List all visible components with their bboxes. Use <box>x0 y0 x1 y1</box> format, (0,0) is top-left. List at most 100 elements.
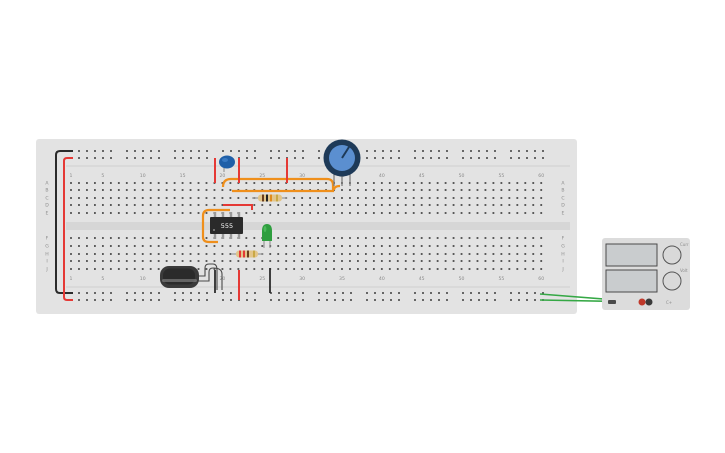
breadboard-hole[interactable] <box>221 245 224 247</box>
breadboard-hole[interactable] <box>173 189 176 191</box>
rail-hole[interactable] <box>318 150 320 152</box>
breadboard-hole[interactable] <box>125 197 128 199</box>
rail-hole[interactable] <box>518 299 520 301</box>
rail-hole[interactable] <box>158 150 160 152</box>
breadboard-hole[interactable] <box>516 253 519 255</box>
rail-hole[interactable] <box>86 157 88 159</box>
rail-hole[interactable] <box>254 292 256 294</box>
breadboard-hole[interactable] <box>221 189 224 191</box>
breadboard-hole[interactable] <box>149 245 152 247</box>
breadboard-hole[interactable] <box>364 189 367 191</box>
breadboard-hole[interactable] <box>492 260 495 262</box>
breadboard-hole[interactable] <box>476 197 479 199</box>
breadboard-hole[interactable] <box>141 245 144 247</box>
breadboard-hole[interactable] <box>309 212 311 214</box>
breadboard-hole[interactable] <box>117 197 120 199</box>
positive-terminal[interactable] <box>638 298 646 306</box>
breadboard-hole[interactable] <box>86 260 88 262</box>
breadboard-hole[interactable] <box>476 212 479 214</box>
breadboard-hole[interactable] <box>372 197 375 199</box>
breadboard-hole[interactable] <box>301 212 304 214</box>
breadboard-hole[interactable] <box>205 212 208 214</box>
rail-hole[interactable] <box>134 150 136 152</box>
rail-hole[interactable] <box>78 157 80 159</box>
breadboard-hole[interactable] <box>94 212 96 214</box>
breadboard-hole[interactable] <box>125 189 128 191</box>
breadboard-hole[interactable] <box>181 197 184 199</box>
rail-hole[interactable] <box>206 299 208 301</box>
breadboard-hole[interactable] <box>452 182 455 184</box>
breadboard-hole[interactable] <box>412 204 415 206</box>
rail-hole[interactable] <box>326 292 328 294</box>
breadboard-hole[interactable] <box>181 237 184 239</box>
breadboard-hole[interactable] <box>309 182 311 184</box>
rail-hole[interactable] <box>446 150 448 152</box>
breadboard-hole[interactable] <box>404 212 407 214</box>
rail-hole[interactable] <box>438 292 440 294</box>
breadboard-hole[interactable] <box>229 268 232 270</box>
breadboard-hole[interactable] <box>380 253 383 255</box>
resistor-1[interactable] <box>252 194 287 202</box>
breadboard-hole[interactable] <box>221 268 224 270</box>
breadboard-hole[interactable] <box>484 268 487 270</box>
breadboard-hole[interactable] <box>86 237 88 239</box>
breadboard-hole[interactable] <box>149 204 152 206</box>
breadboard-hole[interactable] <box>484 245 487 247</box>
breadboard-hole[interactable] <box>157 182 160 184</box>
breadboard-hole[interactable] <box>157 204 160 206</box>
breadboard-hole[interactable] <box>149 212 152 214</box>
rail-hole[interactable] <box>478 157 480 159</box>
breadboard-hole[interactable] <box>444 237 447 239</box>
breadboard-hole[interactable] <box>293 204 296 206</box>
breadboard-hole[interactable] <box>420 182 423 184</box>
voltage-knob[interactable] <box>662 271 682 291</box>
breadboard-hole[interactable] <box>70 237 72 239</box>
breadboard-hole[interactable] <box>532 260 535 262</box>
breadboard-hole[interactable] <box>141 268 144 270</box>
breadboard-hole[interactable] <box>412 189 415 191</box>
breadboard-hole[interactable] <box>70 197 72 199</box>
breadboard-hole[interactable] <box>372 260 375 262</box>
breadboard-hole[interactable] <box>245 212 248 214</box>
breadboard-hole[interactable] <box>524 268 527 270</box>
rail-hole[interactable] <box>110 292 112 294</box>
breadboard-hole[interactable] <box>364 245 367 247</box>
breadboard-hole[interactable] <box>428 260 431 262</box>
breadboard-hole[interactable] <box>364 253 367 255</box>
rail-hole[interactable] <box>494 292 496 294</box>
breadboard-hole[interactable] <box>78 189 80 191</box>
breadboard-hole[interactable] <box>157 237 160 239</box>
breadboard-hole[interactable] <box>436 204 439 206</box>
rail-hole[interactable] <box>94 150 96 152</box>
resistor-2[interactable] <box>231 250 263 258</box>
breadboard-hole[interactable] <box>237 197 240 199</box>
breadboard-hole[interactable] <box>388 212 391 214</box>
breadboard-hole[interactable] <box>364 237 367 239</box>
rail-hole[interactable] <box>462 292 464 294</box>
breadboard-hole[interactable] <box>245 197 248 199</box>
breadboard-hole[interactable] <box>540 204 543 206</box>
breadboard-hole[interactable] <box>293 182 296 184</box>
breadboard-hole[interactable] <box>101 204 104 206</box>
rail-hole[interactable] <box>126 157 128 159</box>
breadboard-hole[interactable] <box>516 197 519 199</box>
breadboard-hole[interactable] <box>133 197 136 199</box>
breadboard-hole[interactable] <box>253 204 256 206</box>
breadboard-hole[interactable] <box>269 182 272 184</box>
breadboard-hole[interactable] <box>141 253 144 255</box>
breadboard-hole[interactable] <box>540 212 543 214</box>
breadboard-hole[interactable] <box>101 260 104 262</box>
rail-hole[interactable] <box>526 299 528 301</box>
breadboard-hole[interactable] <box>404 204 407 206</box>
breadboard-hole[interactable] <box>412 253 415 255</box>
breadboard-hole[interactable] <box>189 182 192 184</box>
breadboard-hole[interactable] <box>349 245 351 247</box>
breadboard-hole[interactable] <box>428 182 431 184</box>
breadboard-hole[interactable] <box>349 189 351 191</box>
breadboard-hole[interactable] <box>452 268 455 270</box>
rail-hole[interactable] <box>318 299 320 301</box>
rail-hole[interactable] <box>254 150 256 152</box>
breadboard-hole[interactable] <box>524 253 527 255</box>
rail-hole[interactable] <box>382 150 384 152</box>
breadboard-hole[interactable] <box>165 260 168 262</box>
